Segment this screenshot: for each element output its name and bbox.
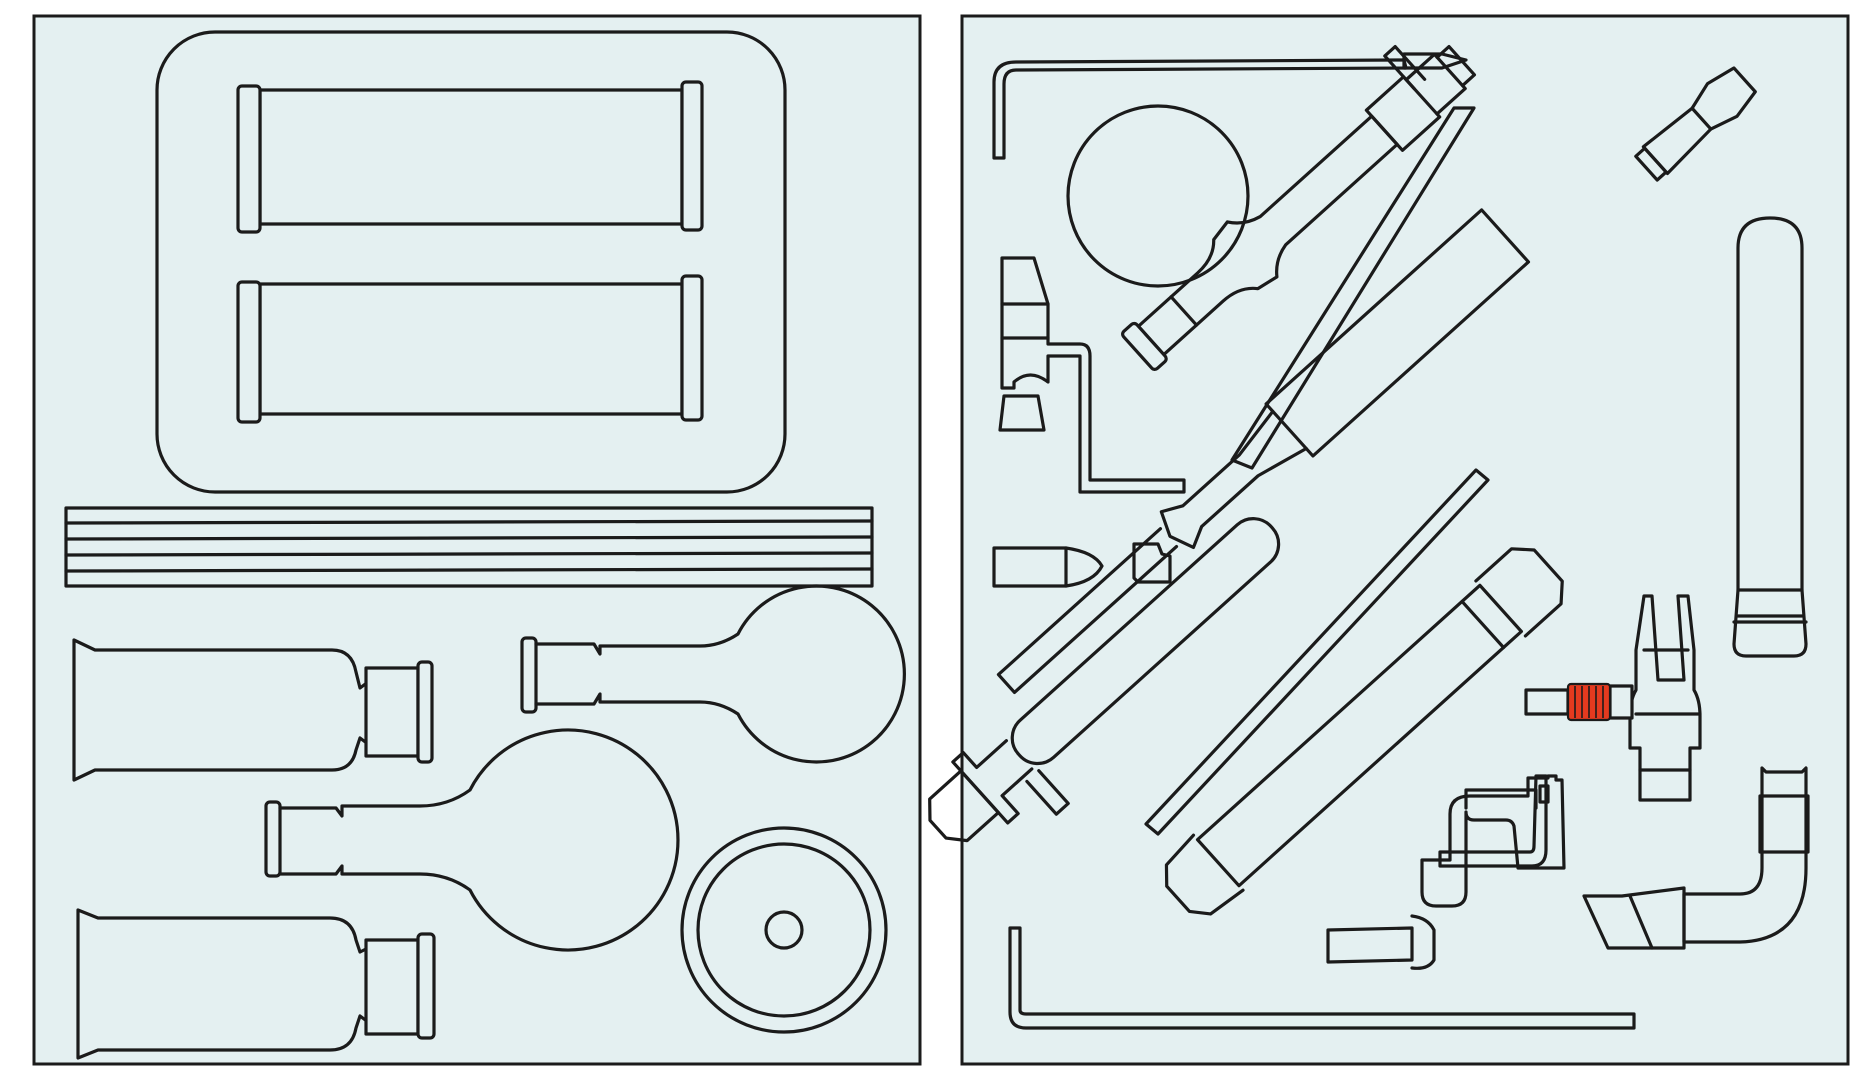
test-tube-icon	[1732, 216, 1808, 658]
glass-tube-icon	[236, 274, 704, 424]
condenser-icon	[928, 517, 1281, 843]
stopper-icon	[1634, 66, 1757, 182]
round-bottom-flask-icon	[264, 728, 680, 952]
stopcock-adapter-icon	[1524, 594, 1702, 802]
condenser-icon	[996, 208, 1531, 695]
pipette-icon	[1230, 106, 1476, 470]
round-bottom-flask-icon	[520, 584, 906, 764]
elbow-adapter-icon	[1582, 766, 1810, 950]
bent-tube-icon	[1438, 774, 1548, 868]
glass-tube-icon	[236, 80, 704, 234]
bent-tube-icon	[1008, 926, 1636, 1030]
wide-mouth-bottle-icon	[76, 908, 436, 1060]
watch-glass-icon	[680, 826, 888, 1034]
right-panel	[928, 14, 1850, 1066]
tray-icon	[155, 30, 787, 494]
stopcock-adapter-icon	[998, 256, 1186, 494]
dropping-funnel-icon	[1121, 44, 1477, 371]
wide-mouth-bottle-icon	[72, 638, 434, 782]
condenser-icon	[1164, 547, 1564, 916]
glass-rod-bundle-icon	[64, 506, 874, 588]
disc-icon	[1066, 104, 1250, 288]
left-panel	[32, 14, 922, 1066]
right-panel-background	[960, 14, 1850, 1066]
bent-tube-icon	[1144, 468, 1490, 836]
